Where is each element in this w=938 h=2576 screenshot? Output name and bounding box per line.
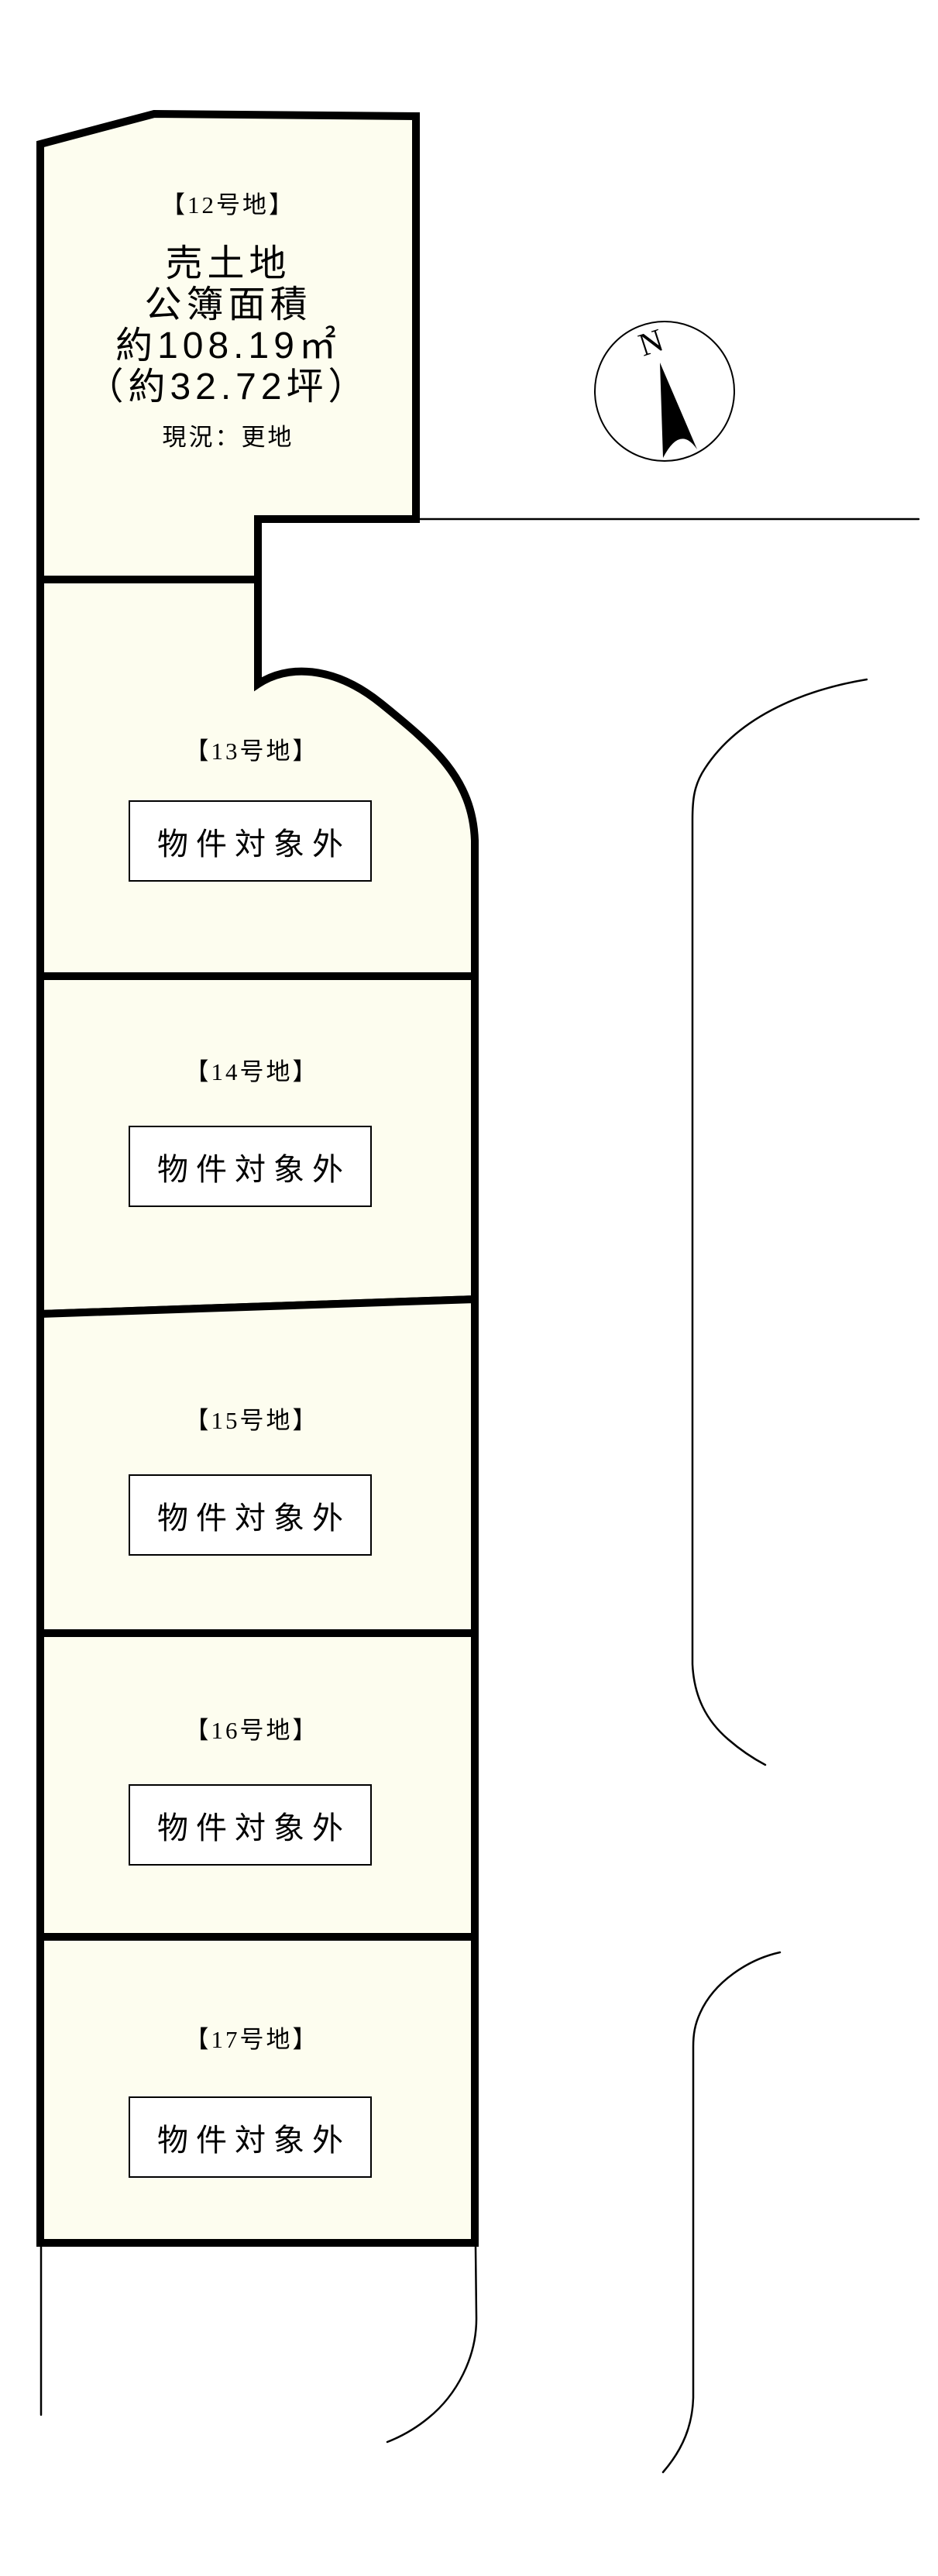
plot-12-details: 売土地 公簿面積 約108.19㎡ （約32.72坪）	[40, 243, 416, 408]
plot-12-status: 現況：更地	[162, 424, 294, 451]
plot-12-label: 【12号地】	[161, 191, 295, 218]
compass: N	[594, 321, 735, 462]
plot-12-area-tsubo: （約32.72坪）	[86, 366, 370, 408]
plot-13-excluded-box: 物件対象外	[129, 800, 372, 882]
plot-14-excluded-box: 物件対象外	[129, 1126, 372, 1207]
plot-17-shape	[36, 1933, 479, 2247]
plot-15-shape	[36, 1295, 479, 1637]
plot-14-label: 【14号地】	[184, 1058, 319, 1085]
plot-13-label: 【13号地】	[184, 738, 319, 765]
plot-17-label: 【17号地】	[184, 2026, 319, 2053]
compass-needle	[660, 363, 697, 458]
plot-12-area-title: 公簿面積	[144, 284, 312, 325]
plot-14-excluded-note: 物件対象外	[157, 1152, 351, 1187]
plot-17-excluded-note: 物件対象外	[157, 2123, 351, 2158]
road-edge-right-lower	[661, 1951, 782, 2474]
road-edge-right-upper	[691, 678, 868, 1766]
road-edge-lot17-corner	[386, 2245, 478, 2444]
plot-15-excluded-box: 物件対象外	[129, 1474, 372, 1556]
plot-13-excluded-note: 物件対象外	[157, 827, 351, 862]
plot-16-excluded-box: 物件対象外	[129, 1784, 372, 1866]
plot-15-label: 【15号地】	[184, 1407, 319, 1434]
plot-15-excluded-note: 物件対象外	[157, 1501, 351, 1536]
plot-12-area-sqm: 約108.19㎡	[115, 325, 341, 366]
plot-13-shape	[36, 576, 479, 980]
plot-16-excluded-note: 物件対象外	[157, 1811, 351, 1845]
plot-16-label: 【16号地】	[184, 1717, 319, 1744]
plot-12-sale-type: 売土地	[165, 243, 291, 284]
plot-17-excluded-box: 物件対象外	[129, 2096, 372, 2178]
